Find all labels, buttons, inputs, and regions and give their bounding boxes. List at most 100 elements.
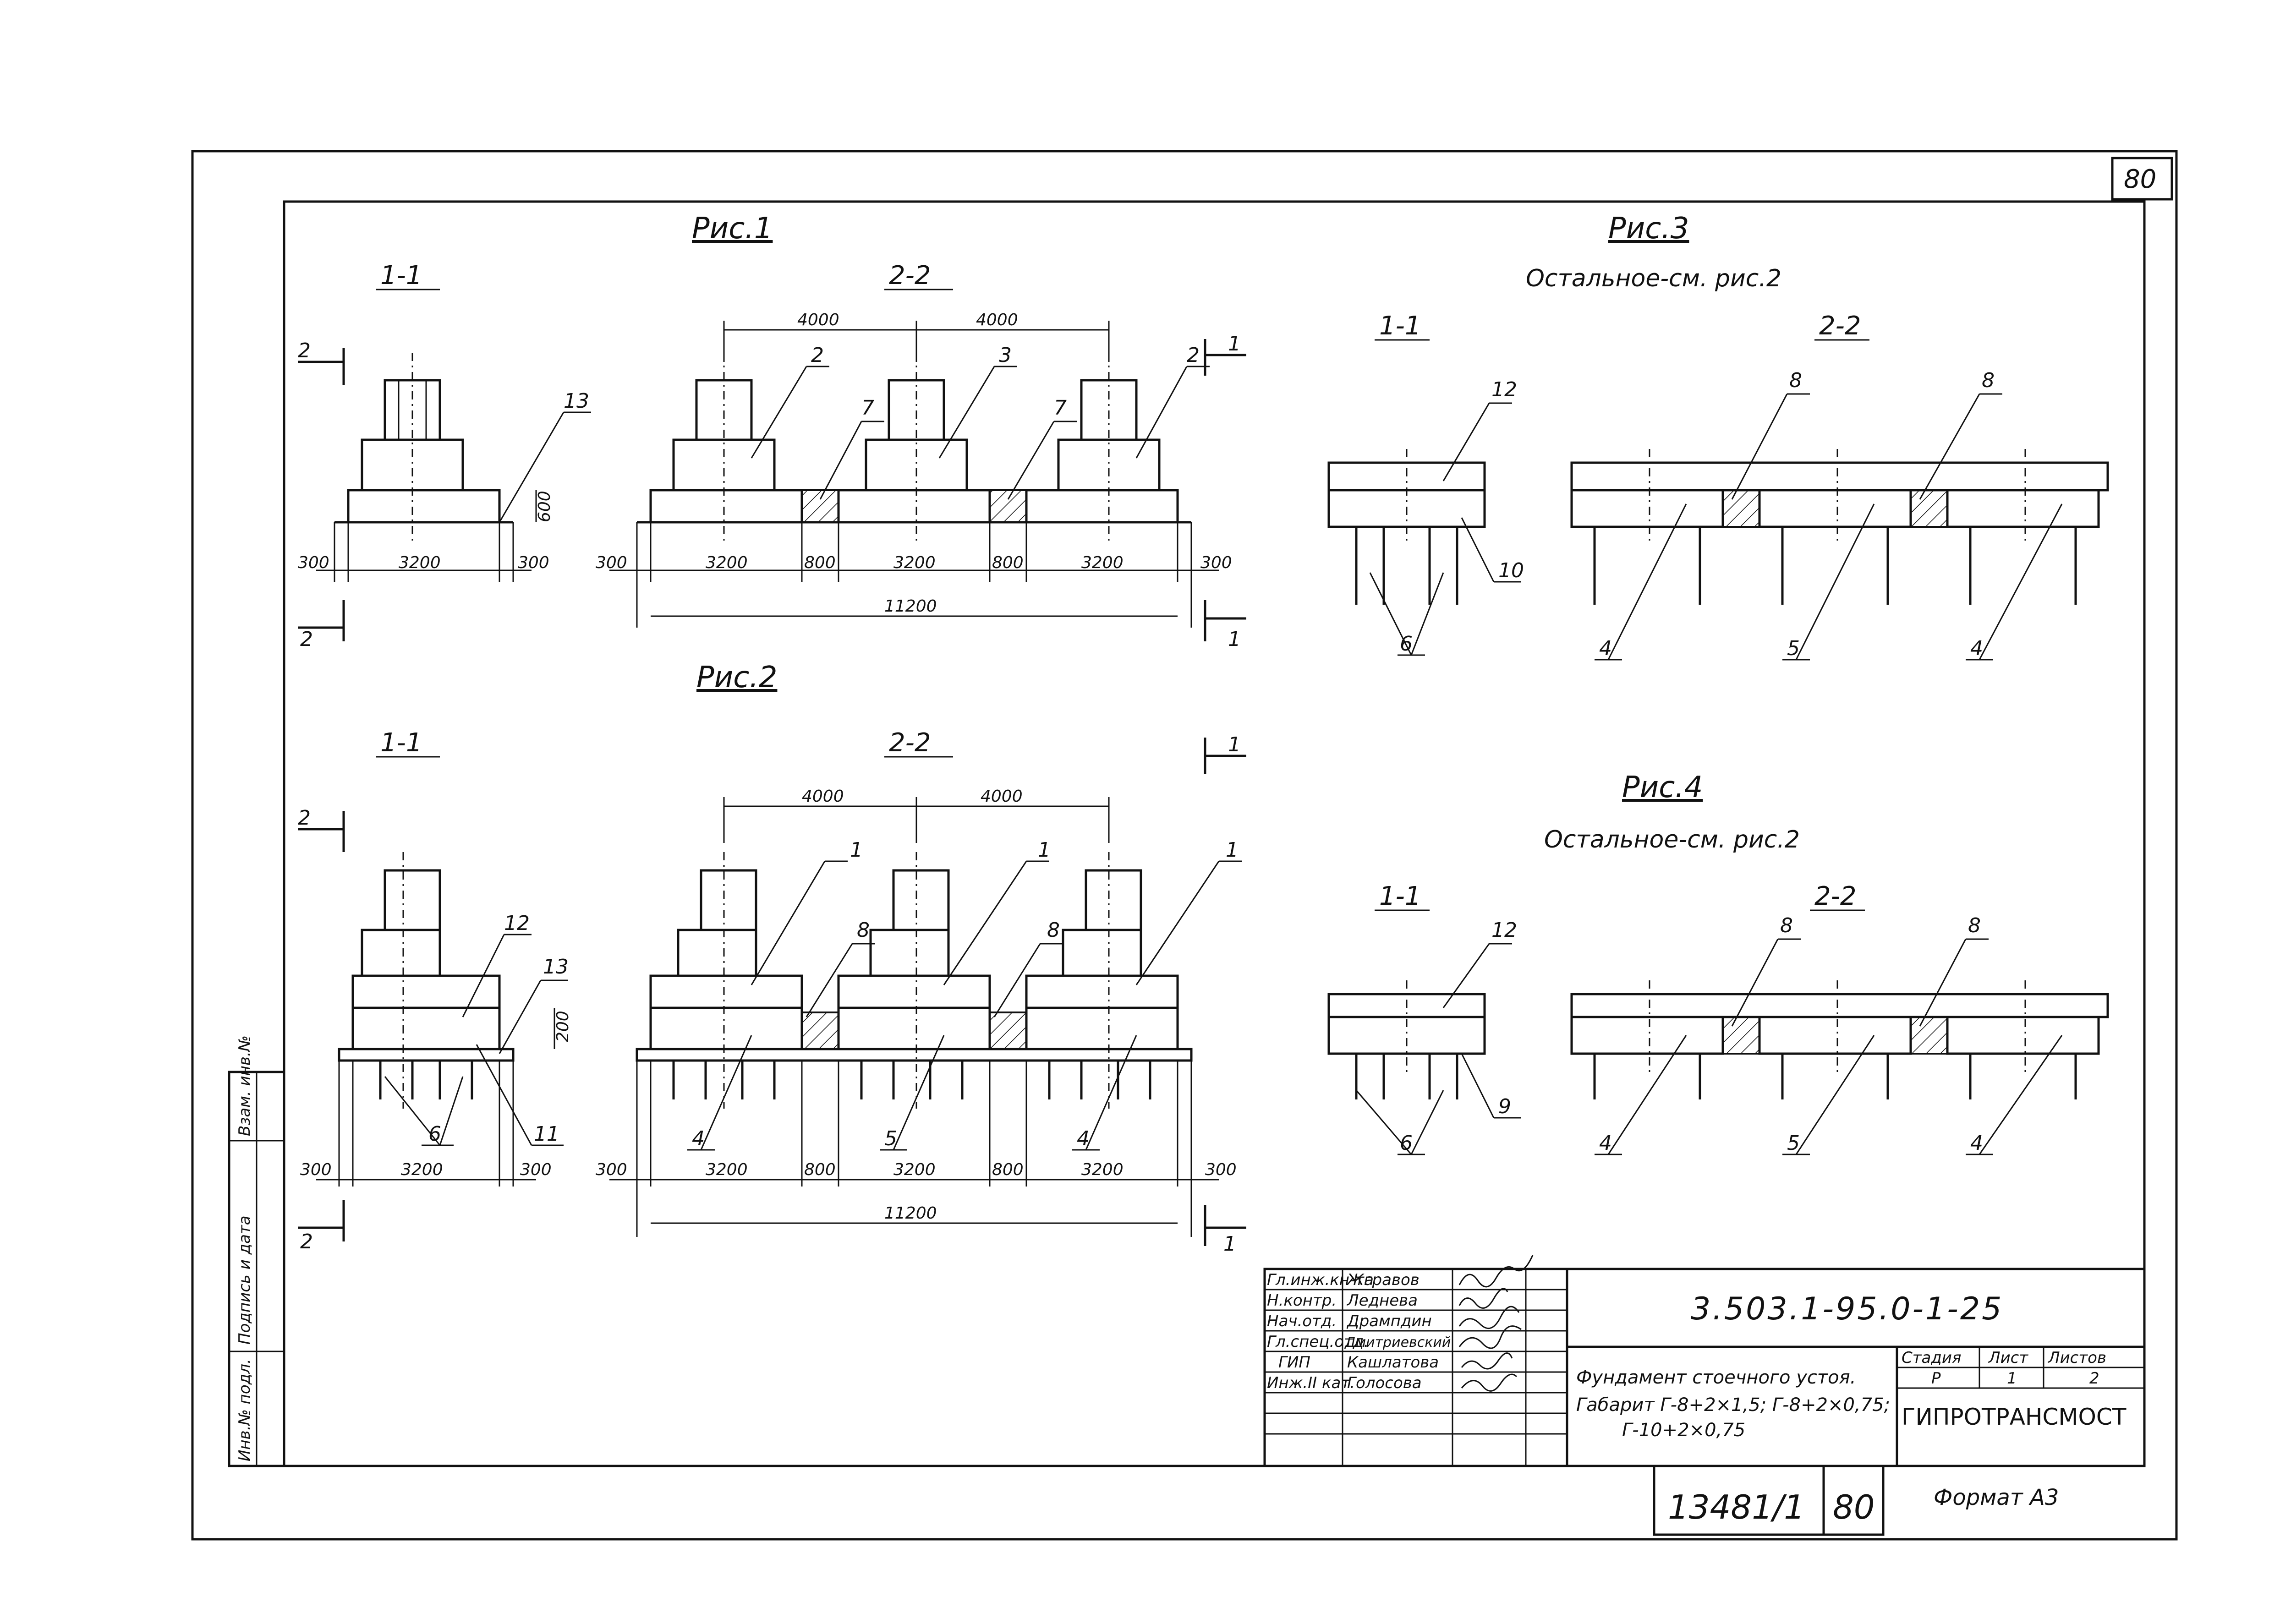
description-line-1: Габарит Г-8+2×1,5; Г-8+2×0,75; bbox=[1576, 1394, 1890, 1416]
fig4-section-1-1: 12 9 6 bbox=[1327, 919, 1521, 1155]
fig4-callout-8a: 8 bbox=[1780, 914, 1793, 937]
fig2-height: 200 bbox=[554, 1011, 572, 1042]
fig3-section-1-1: 12 10 6 bbox=[1327, 378, 1524, 656]
fig1-callout-2a: 2 bbox=[811, 344, 824, 367]
fig2-callout-12: 12 bbox=[504, 912, 530, 935]
fig3-section-a: 1-1 bbox=[1379, 311, 1421, 341]
fig3-callout-8a: 8 bbox=[1789, 369, 1802, 392]
fig3-callout-10: 10 bbox=[1498, 559, 1524, 582]
fig2-section-b: 2-2 bbox=[889, 728, 931, 758]
name-4: Кашлатова bbox=[1347, 1353, 1439, 1372]
fig3-callout-4b: 4 bbox=[1970, 637, 1983, 660]
fig1-dim-b-5: 3200 bbox=[1081, 553, 1124, 572]
outer-frame bbox=[191, 150, 2178, 1541]
fig2-dim-b-0: 300 bbox=[596, 1160, 627, 1179]
fig2-section-a: 1-1 bbox=[380, 728, 422, 758]
name-0: Жгравов bbox=[1346, 1271, 1420, 1289]
fig2-total: 11200 bbox=[884, 1204, 937, 1223]
fig2-callout-4a: 4 bbox=[692, 1127, 705, 1150]
fig2-dim-top-1: 4000 bbox=[981, 787, 1023, 806]
fig2-dim-b-6: 300 bbox=[1205, 1160, 1237, 1179]
fig2-callout-5: 5 bbox=[884, 1127, 897, 1150]
fig1-callout-3: 3 bbox=[999, 344, 1012, 367]
name-2: Дрампдин bbox=[1346, 1312, 1432, 1330]
fig2-dim-b-2: 800 bbox=[804, 1160, 836, 1179]
role-4: ГИП bbox=[1278, 1353, 1310, 1372]
fig4-callout-4b: 4 bbox=[1970, 1132, 1983, 1155]
corner-number: 80 bbox=[2124, 164, 2156, 194]
inner-frame bbox=[283, 200, 2146, 1467]
sheet-value: 1 bbox=[2007, 1369, 2017, 1388]
fig3-section-2-2: 8 8 4 5 4 bbox=[1570, 369, 2109, 661]
fig1-dim-top-0: 4000 bbox=[797, 311, 839, 329]
fig4-title: Рис.4 bbox=[1622, 771, 1703, 804]
fig2-callout-13: 13 bbox=[543, 955, 569, 979]
fig2-dim-b-5: 3200 bbox=[1081, 1160, 1124, 1179]
fig1-cut-2-top: 2 bbox=[298, 339, 311, 362]
fig1-dim-top-1: 4000 bbox=[976, 311, 1018, 329]
title-block: Гл.инж.кн-та Н.контр. Нач.отд. Гл.спец.о… bbox=[1263, 1255, 2146, 1536]
fig2-callout-1b: 1 bbox=[1038, 838, 1051, 862]
fig3-callout-4a: 4 bbox=[1599, 637, 1612, 660]
fig1-dim-b-3: 3200 bbox=[893, 553, 936, 572]
fig4-callout-9: 9 bbox=[1498, 1095, 1511, 1118]
fig4-note: Остальное-см. рис.2 bbox=[1544, 826, 1800, 853]
fig2-callout-1c: 1 bbox=[1226, 838, 1239, 862]
sheet-header: Лист bbox=[1988, 1349, 2028, 1367]
fig2-section-1-1: 300 3200 300 200 12 13 6 11 2 2 bbox=[298, 806, 572, 1253]
fig1-dim-b-6: 300 bbox=[1200, 553, 1232, 572]
fig3-piles bbox=[1593, 527, 2077, 605]
fig1-section-1-1: 300 3200 300 600 13 2 2 bbox=[298, 339, 591, 651]
fig2-title: Рис.2 bbox=[696, 661, 777, 694]
fig2-dim-b-4: 800 bbox=[992, 1160, 1024, 1179]
fig2-callout-6: 6 bbox=[428, 1122, 441, 1146]
fig4-callout-12: 12 bbox=[1491, 919, 1517, 942]
fig2-cut-1-top: 1 bbox=[1228, 733, 1241, 756]
fig1-dim-a-1: 3200 bbox=[399, 553, 441, 572]
name-1: Леднева bbox=[1346, 1291, 1418, 1310]
inventory-number: 13481/1 bbox=[1668, 1488, 1805, 1526]
fig4-callout-4a: 4 bbox=[1599, 1132, 1612, 1155]
stage-value: Р bbox=[1931, 1369, 1941, 1388]
fig3-callout-6: 6 bbox=[1400, 632, 1413, 656]
fig2-section-2-2: 4000 4000 bbox=[596, 733, 1246, 1256]
side-label-replace: Взам. инв.№ bbox=[236, 1035, 254, 1136]
figure-1: Рис.1 1-1 2-2 300 3200 300 600 13 2 bbox=[298, 212, 1246, 651]
role-5: Инж.II кат. bbox=[1267, 1374, 1355, 1392]
role-1: Н.контр. bbox=[1267, 1291, 1337, 1310]
fig1-section-2-2: 4000 4000 300 3200 800 3200 bbox=[596, 311, 1246, 651]
page-number: 80 bbox=[1833, 1488, 1875, 1526]
side-strip: Инв.№ подл. Подпись и дата Взам. инв.№ bbox=[228, 1035, 285, 1467]
fig2-cut-2-bottom: 2 bbox=[300, 1230, 313, 1253]
fig2-callout-4b: 4 bbox=[1077, 1127, 1090, 1150]
fig2-callout-8b: 8 bbox=[1047, 919, 1060, 942]
role-3: Гл.спец.отд. bbox=[1267, 1333, 1369, 1351]
fig1-height: 600 bbox=[535, 491, 554, 522]
fig2-callout-8a: 8 bbox=[857, 919, 870, 942]
fig4-section-a: 1-1 bbox=[1379, 881, 1421, 911]
fig1-dim-b-1: 3200 bbox=[706, 553, 748, 572]
fig1-callout-7a: 7 bbox=[861, 396, 874, 420]
fig4-callout-8b: 8 bbox=[1968, 914, 1981, 937]
format-label: Формат А3 bbox=[1934, 1485, 2059, 1510]
fig1-title: Рис.1 bbox=[692, 212, 773, 246]
figure-4: Рис.4 Остальное-см. рис.2 1-1 2-2 12 9 6 bbox=[1327, 771, 2109, 1155]
fig3-callout-8b: 8 bbox=[1982, 369, 1995, 392]
fig1-dim-a-2: 300 bbox=[518, 553, 549, 572]
fig1-dim-a-0: 300 bbox=[298, 553, 329, 572]
fig1-cut-2-bottom: 2 bbox=[300, 628, 313, 651]
fig1-cut-1-bottom: 1 bbox=[1228, 628, 1241, 651]
fig2-callout-11: 11 bbox=[534, 1122, 559, 1146]
figure-3: Рис.3 Остальное-см. рис.2 1-1 2-2 12 10 … bbox=[1327, 212, 2109, 661]
fig3-callout-12: 12 bbox=[1491, 378, 1517, 401]
description-line-2: Г-10+2×0,75 bbox=[1622, 1420, 1745, 1441]
fig2-callout-1a: 1 bbox=[850, 838, 863, 862]
corner-box bbox=[2111, 157, 2173, 201]
fig2-dim-a-0: 300 bbox=[300, 1160, 332, 1179]
sheet-code: 3.503.1-95.0-1-25 bbox=[1691, 1291, 2003, 1327]
fig3-callout-5: 5 bbox=[1787, 637, 1800, 660]
fig3-title: Рис.3 bbox=[1608, 212, 1689, 246]
fig4-section-b: 2-2 bbox=[1814, 881, 1856, 911]
fig2-cut-2-top: 2 bbox=[298, 806, 311, 830]
